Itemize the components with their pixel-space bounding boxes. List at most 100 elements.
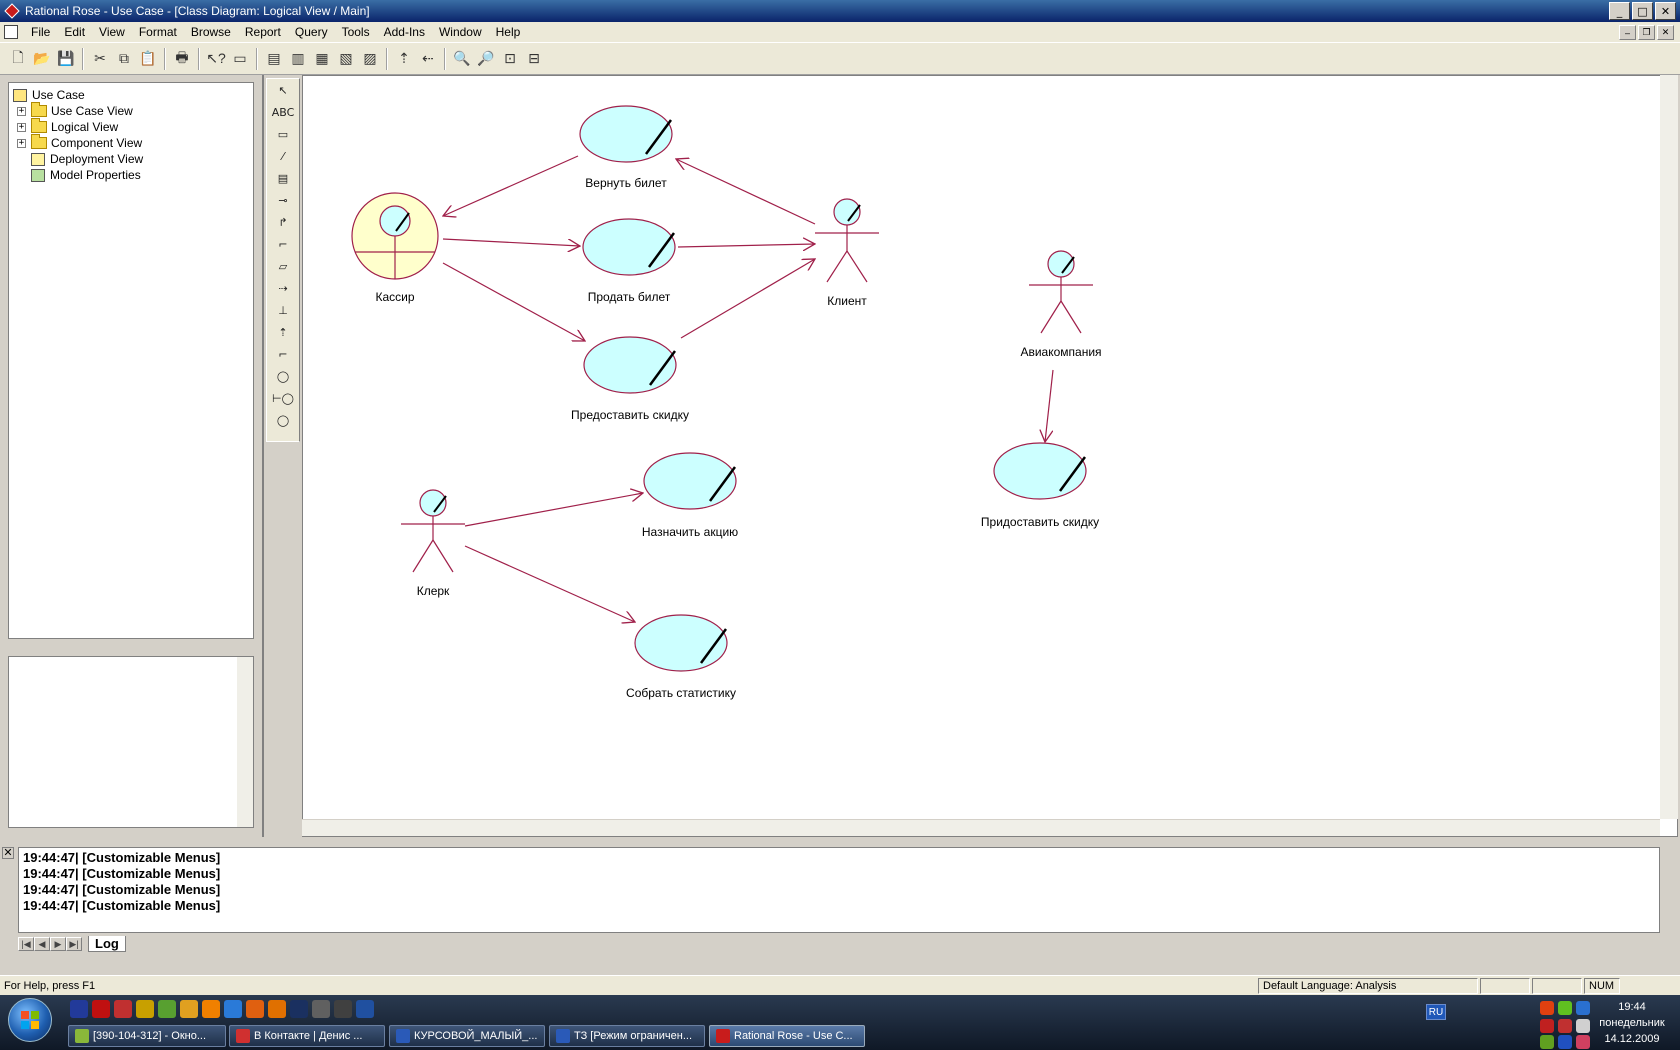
association-client-return[interactable] — [676, 159, 816, 225]
quick-launch-icon[interactable] — [356, 1000, 374, 1018]
canvas-horizontal-scrollbar[interactable] — [302, 819, 1660, 836]
cut-icon[interactable]: ✂ — [94, 50, 106, 66]
browse-previous-icon[interactable]: ⇠ — [422, 50, 434, 66]
last-tab-icon[interactable]: ▶| — [66, 937, 82, 951]
menu-report[interactable]: Report — [244, 25, 281, 39]
note-tool-icon[interactable]: ▭ — [277, 127, 289, 141]
association-class-tool-icon[interactable]: ⌐ — [278, 237, 288, 251]
quick-launch-icon[interactable] — [70, 1000, 88, 1018]
maximize-button[interactable]: □ — [1632, 2, 1653, 20]
use-case-sell[interactable]: Продать билет — [582, 218, 676, 304]
browse-state-diagram-icon[interactable]: ▨ — [363, 50, 377, 66]
new-icon[interactable]: 🗋 — [12, 48, 24, 65]
quick-launch-icon[interactable] — [114, 1000, 132, 1018]
association-cashier-sell[interactable] — [442, 238, 580, 246]
anchor-note-tool-icon[interactable]: ⁄ — [282, 149, 284, 163]
tray-icon[interactable] — [1558, 1035, 1572, 1049]
tray-icon[interactable] — [1558, 1001, 1572, 1015]
language-indicator[interactable]: RU — [1426, 1004, 1446, 1020]
selection-tool-icon[interactable]: ↖ — [278, 83, 288, 97]
splitter[interactable] — [262, 75, 264, 837]
association-cashier-discount[interactable] — [442, 262, 585, 341]
aggregation-tool-icon[interactable]: ⌐ — [278, 347, 288, 361]
document-icon[interactable] — [4, 25, 18, 39]
quick-launch-icon[interactable] — [312, 1000, 330, 1018]
tray-icon[interactable] — [1576, 1001, 1590, 1015]
menu-add-ins[interactable]: Add-Ins — [383, 25, 425, 39]
expand-icon[interactable]: + — [17, 105, 26, 116]
tree-item-use-case-view[interactable]: + Use Case View — [17, 102, 133, 119]
actor-clerk[interactable]: Клерк — [401, 489, 465, 598]
tree-item-component-view[interactable]: + Component View — [17, 134, 142, 151]
browse-parent-icon[interactable]: ⇡ — [398, 50, 410, 66]
browse-component-diagram-icon[interactable]: ▦ — [315, 50, 329, 66]
taskbar-item[interactable]: ТЗ [Режим ограничен... — [549, 1025, 705, 1047]
association-clerk-promo[interactable] — [464, 493, 643, 527]
print-icon[interactable]: 🖶 — [175, 48, 189, 65]
association-discount-client[interactable] — [680, 259, 815, 339]
zoom-out-icon[interactable]: 🔎 — [477, 50, 495, 66]
tray-icon[interactable] — [1540, 1019, 1554, 1033]
tray-icon[interactable] — [1540, 1035, 1554, 1049]
tray-icon[interactable] — [1576, 1035, 1590, 1049]
quick-launch-icon[interactable] — [136, 1000, 154, 1018]
expand-icon[interactable]: + — [17, 121, 26, 132]
mdi-close-icon[interactable]: ✕ — [1657, 25, 1674, 40]
package-tool-icon[interactable]: ▱ — [278, 259, 288, 273]
interface-tool-icon[interactable]: ⊸ — [278, 193, 288, 207]
quick-launch-icon[interactable] — [202, 1000, 220, 1018]
association-sell-client[interactable] — [677, 244, 815, 247]
menu-browse[interactable]: Browse — [190, 25, 231, 39]
model-browser[interactable]: Use Case + Use Case View + Logical View … — [8, 82, 254, 639]
quick-launch-icon[interactable] — [246, 1000, 264, 1018]
view-doc-icon[interactable]: ▭ — [233, 50, 247, 66]
context-help-icon[interactable]: ↖? — [206, 50, 226, 66]
quick-launch-icon[interactable] — [92, 1000, 110, 1018]
doc-scrollbar[interactable] — [237, 657, 253, 827]
menu-format[interactable]: Format — [138, 25, 177, 39]
quick-launch-icon[interactable] — [290, 1000, 308, 1018]
actor-cashier[interactable]: Кассир — [351, 192, 439, 304]
taskbar-item[interactable]: [390-104-312] - Окно... — [68, 1025, 226, 1047]
tray-icon[interactable] — [1540, 1001, 1554, 1015]
zoom-in-icon[interactable]: 🔍 — [453, 50, 471, 66]
browse-deployment-diagram-icon[interactable]: ▧ — [339, 50, 353, 66]
browse-class-diagram-icon[interactable]: ▤ — [267, 50, 281, 66]
tree-item-logical-view[interactable]: + Logical View — [17, 118, 118, 135]
fit-in-window-icon[interactable]: ⊡ — [504, 50, 516, 66]
volume-icon[interactable] — [1576, 1019, 1590, 1033]
save-icon[interactable]: 💾 — [57, 50, 75, 66]
paste-icon[interactable]: 📋 — [139, 50, 157, 66]
quick-launch-icon[interactable] — [268, 1000, 286, 1018]
entity-class-tool-icon[interactable]: ◯ — [276, 413, 290, 427]
close-button[interactable]: ✕ — [1655, 2, 1676, 20]
quick-launch-icon[interactable] — [158, 1000, 176, 1018]
open-icon[interactable]: 📂 — [33, 50, 51, 66]
generalization-tool-icon[interactable]: ⊥ — [278, 303, 288, 317]
tree-root[interactable]: Use Case — [13, 87, 85, 103]
title-bar[interactable]: Rational Rose - Use Case - [Class Diagra… — [0, 0, 1680, 22]
realize-tool-icon[interactable]: ⇡ — [278, 325, 288, 339]
tray-icon[interactable] — [1558, 1019, 1572, 1033]
association-clerk-stats[interactable] — [464, 545, 635, 622]
next-tab-icon[interactable]: ▶ — [50, 937, 66, 951]
use-case-promo[interactable]: Назначить акцию — [642, 452, 738, 539]
expand-icon[interactable]: + — [17, 137, 26, 148]
taskbar-item[interactable]: КУРСОВОЙ_МАЛЫЙ_... — [389, 1025, 545, 1047]
quick-launch-icon[interactable] — [180, 1000, 198, 1018]
text-box-tool-icon[interactable]: ABC — [271, 105, 295, 119]
unidirectional-association-tool-icon[interactable]: ↱ — [278, 215, 288, 229]
log-close-icon[interactable]: ✕ — [2, 847, 14, 859]
menu-file[interactable]: File — [31, 25, 51, 39]
log-content[interactable]: 19:44:47| [Customizable Menus] 19:44:47|… — [18, 847, 1660, 933]
mdi-restore-icon[interactable]: ❐ — [1638, 25, 1655, 40]
menu-tools[interactable]: Tools — [341, 25, 370, 39]
actor-airline[interactable]: Авиакомпания — [1020, 250, 1102, 359]
first-tab-icon[interactable]: |◀ — [18, 937, 34, 951]
canvas-vertical-scrollbar[interactable] — [1660, 75, 1678, 819]
taskbar-item[interactable]: В Контакте | Денис ... — [229, 1025, 385, 1047]
diagram-canvas[interactable]: Вернуть билет Продать билет Предоставить… — [302, 75, 1678, 837]
tree-item-deployment-view[interactable]: Deployment View — [31, 151, 143, 167]
tab-log[interactable]: Log — [88, 936, 126, 952]
documentation-pane[interactable] — [8, 656, 254, 828]
